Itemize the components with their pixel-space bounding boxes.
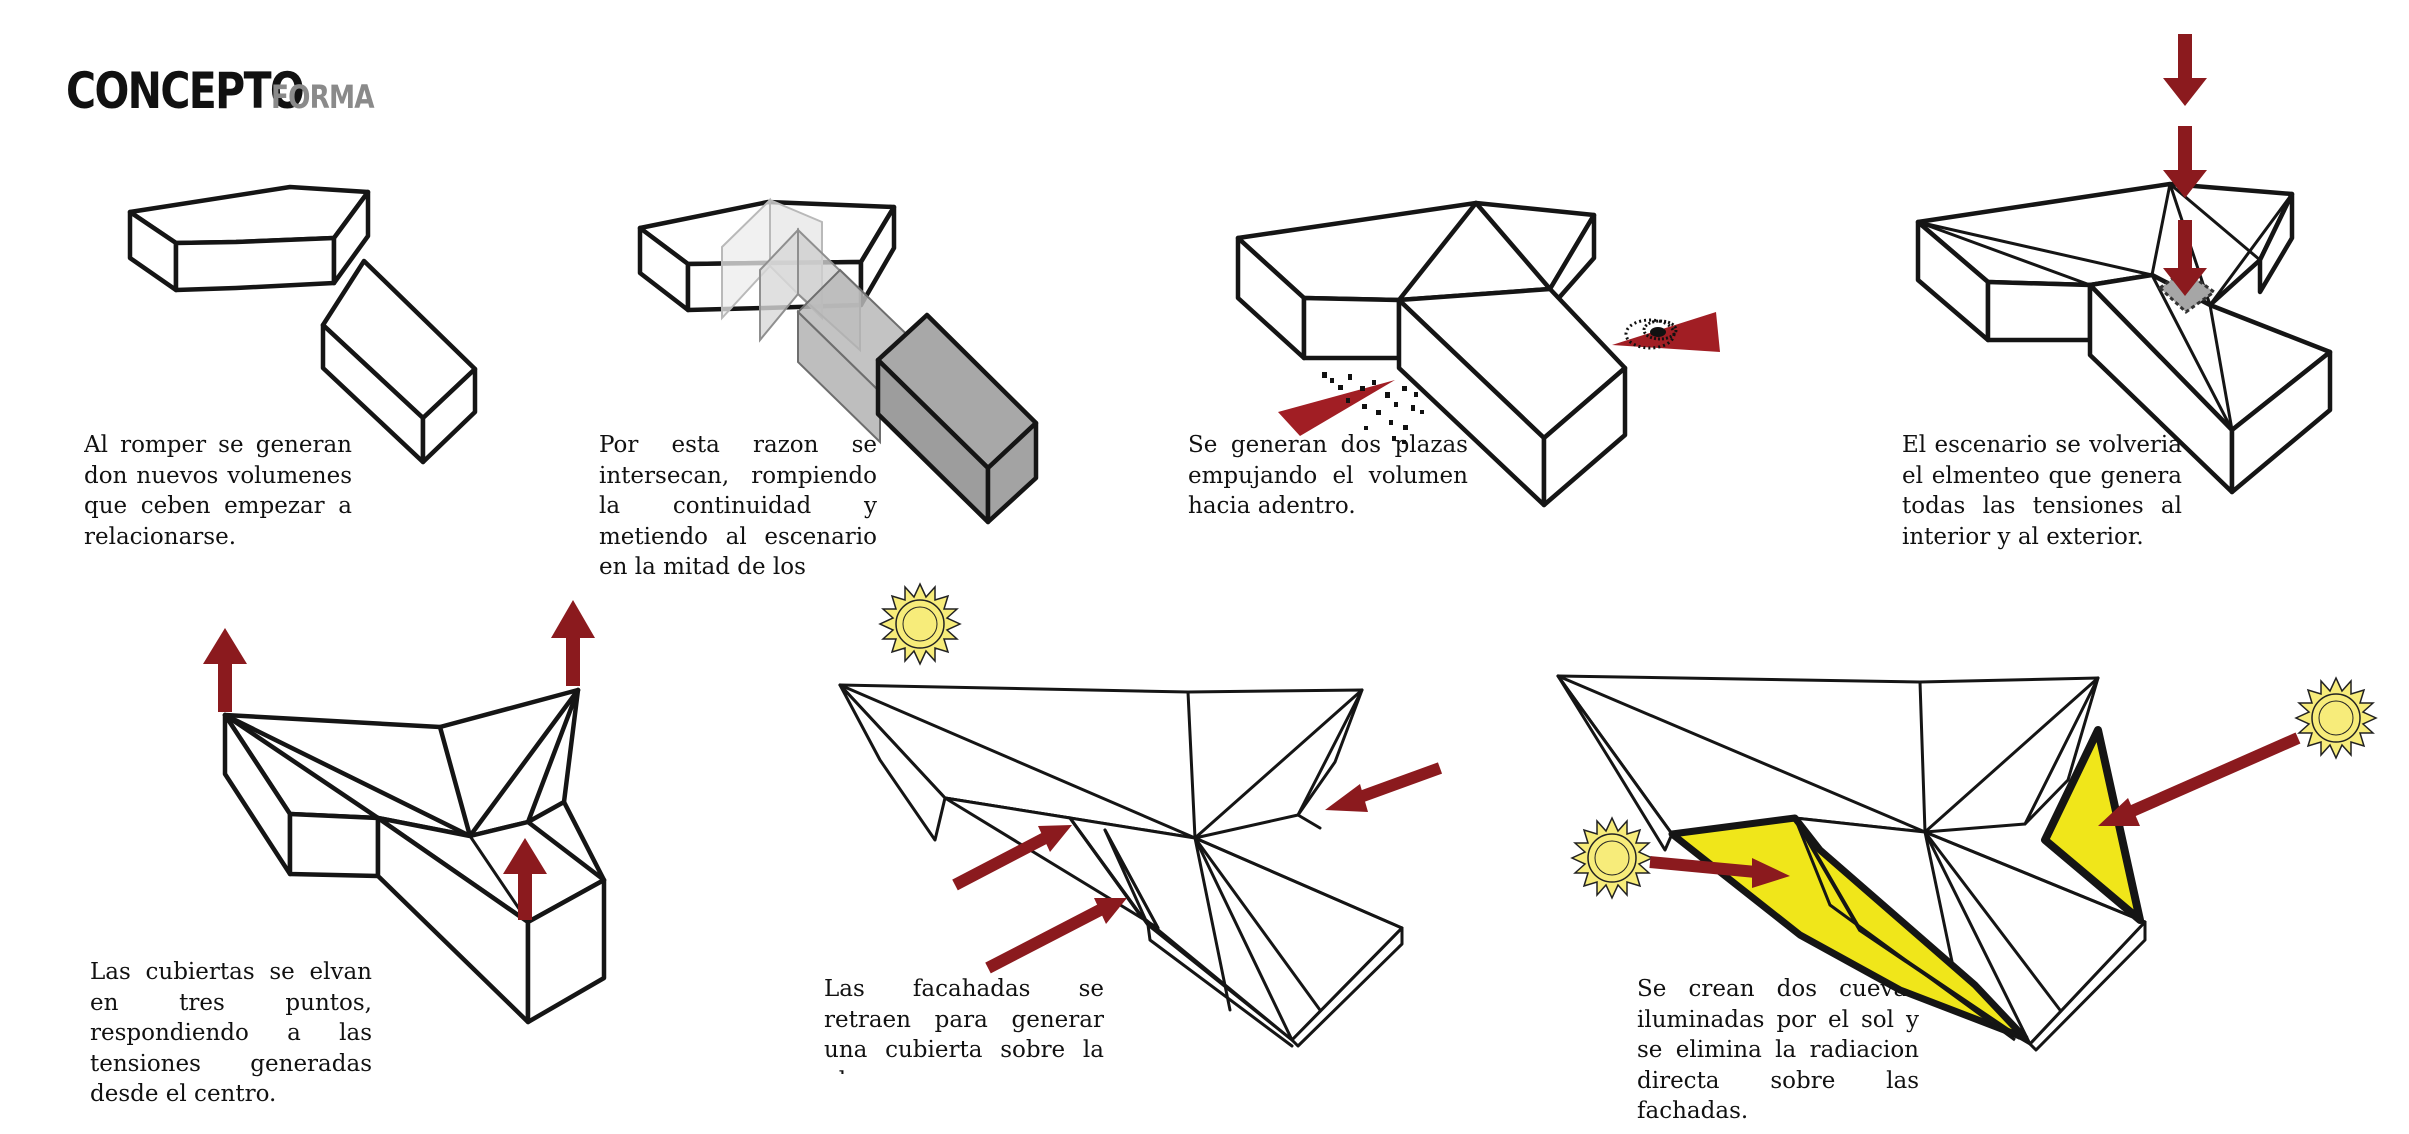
caption-panel-7: Se crean dos cuevas iluminadas por el so… [1637, 976, 1919, 1124]
sun-icon [2295, 677, 2377, 759]
page-subtitle: FORMA [271, 78, 375, 116]
diagram-panel-6 [838, 583, 1443, 1048]
diagram-panel-2 [637, 197, 1039, 525]
diagram-panel-3 [1235, 200, 1720, 508]
sun-icon [1571, 817, 1653, 899]
caption-panel-1: Al romper se generan don nuevos volumene… [84, 432, 352, 550]
up-arrow-center [503, 838, 547, 920]
up-arrow-right [551, 600, 595, 686]
sun-ray-left [1649, 856, 1790, 888]
caption-panel-4: El escenario se volveria el elmenteo que… [1902, 432, 2182, 550]
arrow-left-lower [985, 898, 1127, 974]
down-arrow-top [2163, 34, 2207, 106]
diagram-panel-4 [1915, 34, 2333, 495]
arrow-left-upper [952, 825, 1072, 891]
down-arrow-middle [2163, 126, 2207, 198]
volume-stage-extruded [721, 197, 1039, 525]
diagram-panel-7 [1556, 674, 2377, 1052]
page-title: CONCEPTO [66, 62, 305, 120]
crowd-dots [1322, 372, 1424, 444]
caption-panel-2: Por esta razon se intersecan, rompiendo … [599, 432, 877, 580]
caption-panel-3: Se generan dos plazas empujando el volum… [1188, 432, 1468, 519]
crowd-dots-right [1624, 318, 1678, 350]
volume-lower [320, 258, 478, 465]
up-arrow-left [203, 628, 247, 712]
caption-panel-6: Las facahadas se retraen para generar un… [824, 976, 1104, 1074]
sun-ray-right [2098, 732, 2301, 826]
diagram-panel-1 [127, 184, 478, 465]
volume-upper [127, 184, 371, 293]
arrow-right [1325, 762, 1443, 812]
plaza-arrow-left [1278, 380, 1395, 436]
sun-icon [879, 583, 961, 665]
diagram-panel-5 [203, 600, 607, 1025]
caption-panel-5: Las cubiertas se elvan en tres puntos, r… [90, 959, 372, 1107]
down-arrow-bottom [2163, 220, 2207, 296]
